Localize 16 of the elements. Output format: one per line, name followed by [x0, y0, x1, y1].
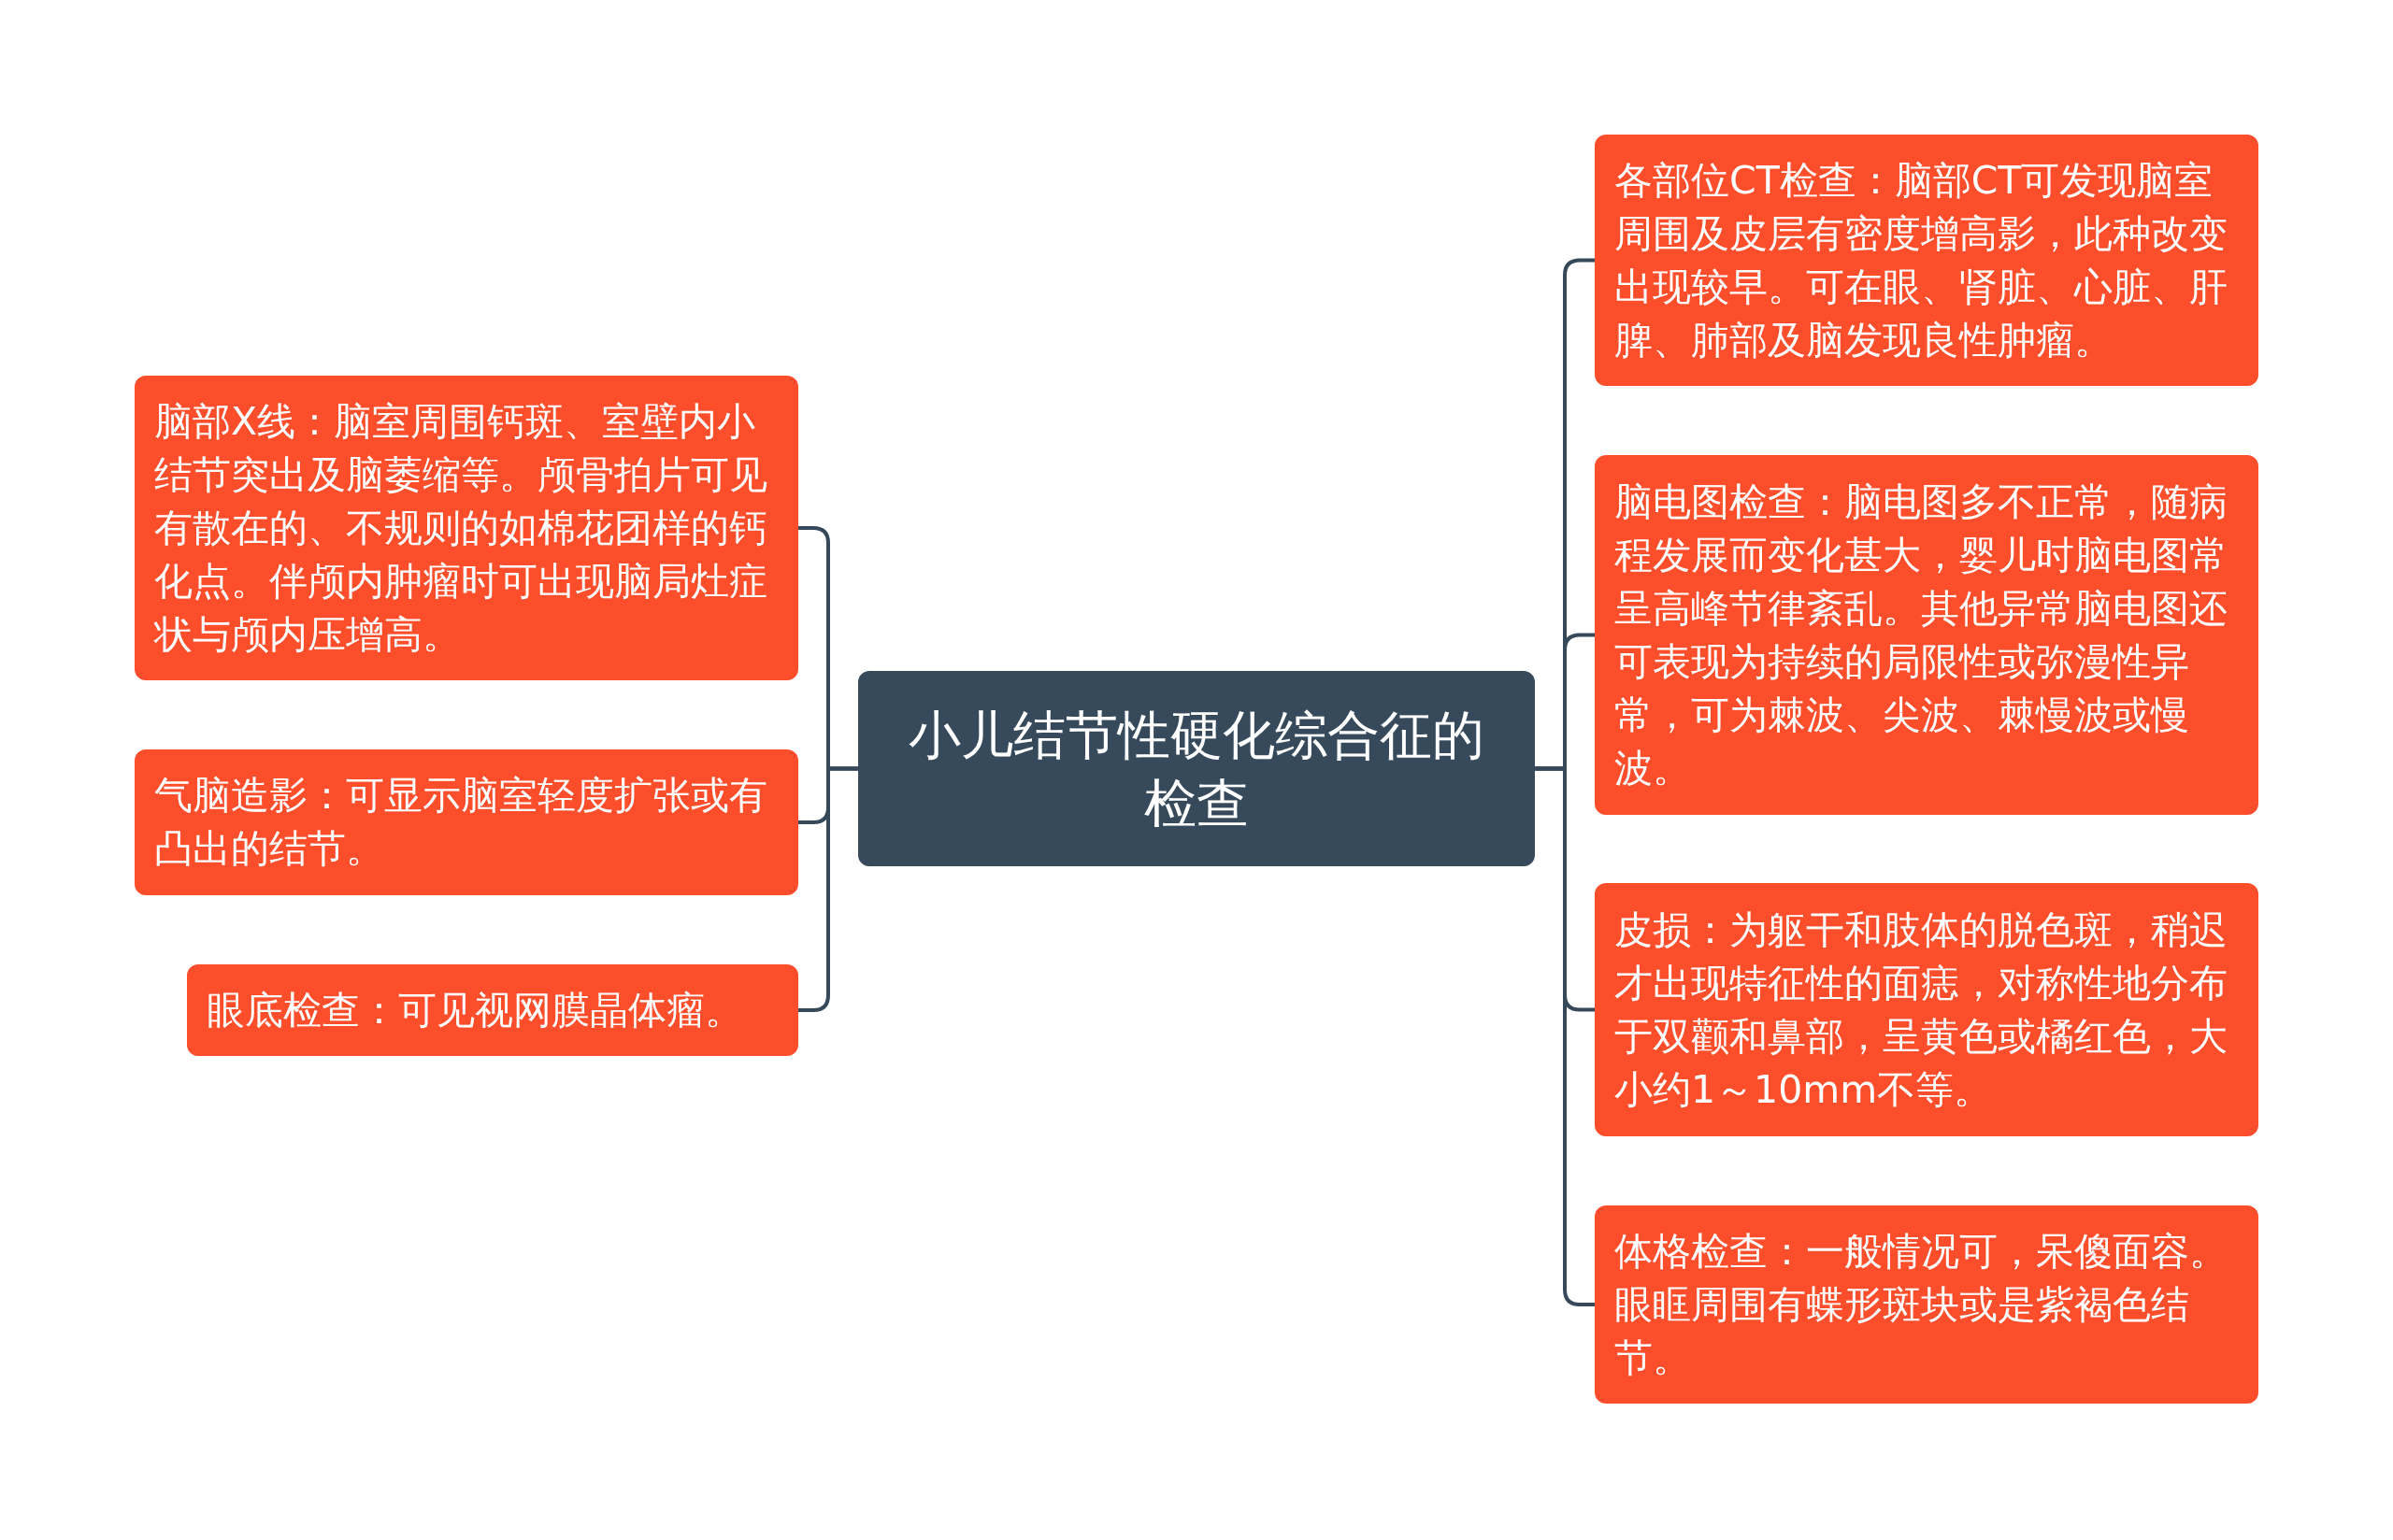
subtopic-text: 脑电图检查：脑电图多不正常，随病程发展而变化甚大，婴儿时脑电图常呈高峰节律紊乱。其他异常脑电图还可表现为持续的局限性或弥漫性异常，可为棘波、尖波、棘慢波或慢波。 [1614, 478, 2228, 792]
central-topic-card [858, 671, 1535, 866]
subtopic-text: 气脑造影：可显示脑室轻度扩张或有凸出的结节。 [154, 772, 768, 873]
subtopic-text: 皮损：为躯干和肢体的脱色斑，稍迟才出现特征性的面痣，对称性地分布于双颧和鼻部，呈黄色或橘红色，大小约1～10mm不等。 [1614, 905, 2228, 1114]
subtopic-card [1595, 883, 2258, 1136]
subtopic-text: 各部位CT检查：脑部CT可发现脑室周围及皮层有密度增高影，此种改变出现较早。可在眼、肾脏、心脏、肝脾、肺部及脑发现良性肿瘤。 [1614, 156, 2228, 364]
subtopic-text: 体格检查：一般情况可，呆傻面容。眼眶周围有蝶形斑块或是紫褐色结节。 [1614, 1227, 2228, 1382]
subtopic-card [135, 376, 798, 680]
subtopic-card [1595, 455, 2258, 815]
subtopic-text: 眼底检查：可见视网膜晶体瘤。 [207, 986, 744, 1034]
subtopic-card [1595, 135, 2258, 386]
subtopic-text: 脑部X线：脑室周围钙斑、室壁内小结节突出及脑萎缩等。颅骨拍片可见有散在的、不规则的如棉花团样的钙化点。伴颅内肿瘤时可出现脑局灶症状与颅内压增高。 [154, 397, 768, 659]
subtopic-card [135, 749, 798, 895]
central-topic-text: 小儿结节性硬化综合征的检查 [908, 703, 1485, 835]
subtopic-card [1595, 1205, 2258, 1404]
subtopic-card [187, 964, 798, 1056]
